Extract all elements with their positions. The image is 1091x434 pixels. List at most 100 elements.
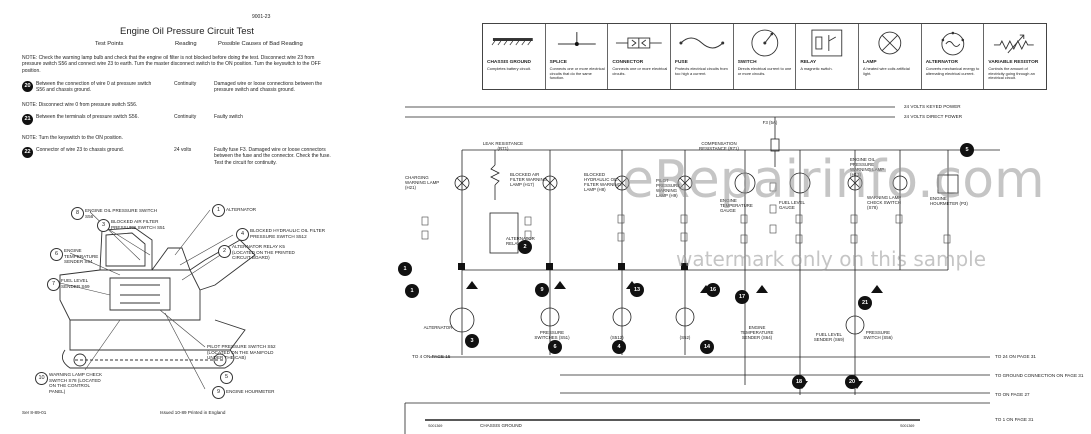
callout-number: 7 [47,278,60,291]
chassis-ground-label: CHASSIS GROUND [480,423,522,428]
step-number: 21 [22,114,33,125]
lamp-label: PILOT PRESSURE WARNING LAMP (H9) [656,178,681,198]
keyed-power-label: 24 VOLTS KEYED POWER [904,104,961,109]
step-cause: Faulty fuse F3. Damaged wire or loose co… [214,147,331,166]
offpage-right: TO ON PAGE 27 [995,392,1030,397]
step-reading: Continuity [174,114,197,120]
watermark-brand: eRepairinfo.com [622,150,1045,210]
ref-number: 21 [858,296,872,310]
excavator-illustration [59,227,256,369]
legend-name: VARIABLE RESISTOR [988,60,1039,65]
step-cause: Damaged wire or loose connections betwee… [214,81,323,94]
callout-label: PILOT PRESSURE SWITCH S52 (LOCATED ON TH… [207,344,276,361]
step-cause: Faulty switch [214,114,243,120]
fuse-label: F3 (5A) [762,120,778,125]
legend-cell: LAMP A heated wire coils artificial ligh… [859,24,922,89]
callout-number: 1 [212,204,225,217]
legend-cell: CONNECTOR Connects one or more electrica… [608,24,672,89]
component-label: FUEL LEVEL SENDER (S69) [813,332,845,342]
footer-section: Ser 8-89-01 [22,410,47,415]
ref-number: 13 [630,283,644,297]
page-code: 9001-23 [252,14,271,20]
legend-name: ALTERNATOR [925,60,958,65]
relay-label: ALTERNATOR RELAY (K5) [506,236,535,246]
callout-number: 9 [212,386,225,399]
lamp-label: ENGINE TEMPERATURE GAUGE [720,198,753,213]
footer-issue: Issued 10-89 Printed in England [160,410,226,415]
ref-number: 14 [700,340,714,354]
page-title: Engine Oil Pressure Circuit Test [120,26,254,37]
step-number: 22 [22,147,33,158]
col-causes: Possible Causes of Bad Reading [218,41,303,47]
figure-code: S001369 [428,424,443,428]
step-reading: Continuity [174,81,197,87]
legend-name: LAMP [863,60,877,65]
legend-name: CONNECTOR [612,60,644,65]
lamp-label: CHARGING WARNING LAMP (H21) [405,175,440,190]
ref-number: 20 [845,375,859,389]
offpage-left: TO 4 ON PAGE 15 [412,354,451,359]
legend-desc: A magnetic switch. [800,66,833,71]
component-label: ALTERNATOR [423,325,453,330]
step-test: Connector of wire 23 to chassis ground. [36,147,125,153]
step-row: 22 Connector of wire 23 to chassis groun… [22,147,332,183]
callout-label: WARNING LAMP CHECK SWITCH S78 (LOCATED O… [49,372,103,394]
legend-cell: ALTERNATOR Converts mechanical energy to… [922,24,985,89]
ref-number: 3 [465,334,479,348]
step-reading: 24 volts [174,147,192,153]
step-number: 20 [22,81,33,92]
ref-number: 6 [548,340,562,354]
legend-cell: RELAY A magnetic switch. [796,24,860,89]
legend-desc: Connects one or more electrical circuits… [612,66,668,76]
col-test-points: Test Points [95,41,124,47]
callout-label: BLOCKED AIR FILTER PRESSURE SWITCH S51 [111,219,166,230]
lamp-label: BLOCKED HYDRAULIC OIL FILTER WARNING LAM… [584,172,622,192]
ref-number: 18 [792,375,806,389]
ref-number: 4 [612,340,626,354]
step-row: 21 Between the terminals of pressure swi… [22,114,332,138]
lamp-label: BLOCKED AIR FILTER WARNING LAMP (H17) [510,172,548,187]
legend-desc: Protects electrical circuits from too hi… [675,66,728,76]
ground-icon [491,38,533,46]
ref-number: 9 [535,283,549,297]
legend-name: CHASSIS GROUND [487,60,531,65]
wiring-schematic [404,106,1000,434]
callout-label: BLOCKED HYDRAULIC OIL FILTER PRESSURE SW… [250,228,326,239]
step-test: Between the terminals of pressure switch… [36,114,139,120]
leak-resistance-label: LEAK RESISTANCE (R71) [482,141,524,151]
splice-icon [557,32,596,46]
callout-label: ENGINE OIL PRESSURE SWITCH S56 [85,208,158,219]
lamp-label: ENGINE OIL PRESSURE WARNING LAMP (H13) [850,157,885,177]
alternator-icon [941,31,964,56]
callout-label: ALTERNATOR RELAY K5 (LOCATED ON THE PRIN… [232,244,295,261]
callout-number: 8 [71,207,84,220]
note-1: NOTE: Check the warning lamp bulb and ch… [22,55,321,74]
relay-icon [811,29,843,57]
component-label: (S52) [679,335,691,340]
legend-desc: Controls the amount of electricity going… [988,66,1035,81]
ref-number: 5 [960,143,974,157]
legend-name: SPLICE [549,60,567,65]
ref-number: 1 [405,284,419,298]
step-test: Between the connection of wire 0 at pres… [36,81,152,94]
lamp-label: FUEL LEVEL GAUGE [779,200,805,210]
figure-code: S001369 [900,424,915,428]
lamp-label: ENGINE HOURMETER (P3) [930,196,968,206]
component-label: (S512) [610,335,624,340]
legend-desc: Directs electrical current to one or mor… [737,66,792,76]
callout-number: 3 [97,219,110,232]
legend-name: RELAY [800,60,817,65]
callout-number: 6 [50,248,63,261]
callout-label: ENGINE TEMPERATURE SENDER S64 [64,248,99,265]
lamp-label: WARNING LAMP CHECK SWITCH (S78) [867,195,902,210]
legend-cell: FUSE Protects electrical circuits from t… [671,24,734,89]
col-reading: Reading [175,41,197,47]
note-3: NOTE: Turn the keyswitch to the ON posit… [22,135,123,141]
callout-label: FUEL LEVEL SENDER S69 [61,278,90,289]
callout-label: ENGINE HOURMETER [226,389,275,394]
component-label: PRESSURE SWITCH (S56) [863,330,893,340]
legend-cell: SWITCH Directs electrical current to one… [734,24,797,89]
component-label: PRESSURE SWITCHES (S51) [534,330,570,340]
watermark-line: watermark only on this sample [676,247,987,271]
note-2: NOTE: Disconnect wire 0 from pressure sw… [22,102,138,108]
